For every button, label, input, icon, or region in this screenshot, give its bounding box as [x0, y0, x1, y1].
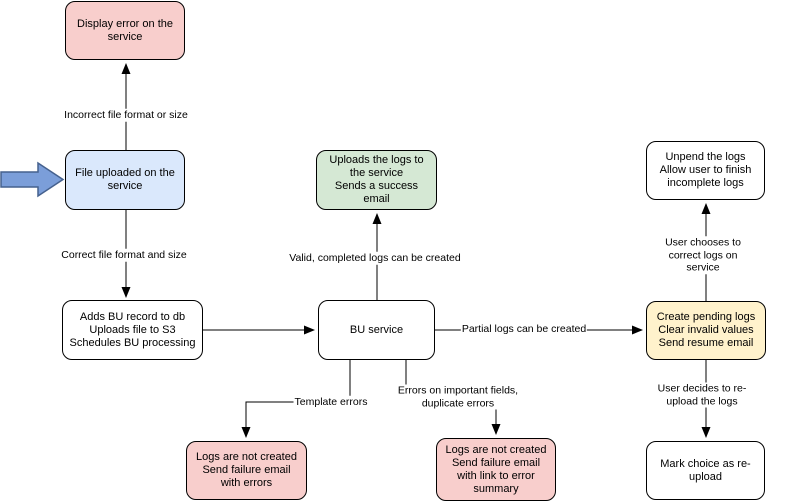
node-mark-choice-reupload-label: Mark choice as re- upload — [660, 457, 751, 483]
node-display-error-label: Display error on the service — [77, 17, 173, 43]
edge-label-user-chooses: User chooses to correct logs on service — [654, 236, 752, 274]
edge-label-template-errors: Template errors — [293, 395, 369, 409]
node-create-pending-logs: Create pending logs Clear invalid values… — [646, 301, 766, 360]
edge-label-incorrect-format: Incorrect file format or size — [63, 108, 189, 122]
entry-arrow-icon — [0, 161, 65, 198]
node-uploads-logs-label: Uploads the logs to the service Sends a … — [329, 154, 424, 205]
node-file-uploaded: File uploaded on the service — [65, 150, 185, 210]
node-unpend-logs: Unpend the logs Allow user to finish inc… — [646, 141, 765, 200]
edge-label-user-decides: User decides to re-upload the logs — [652, 382, 752, 408]
node-adds-bu-record: Adds BU record to db Uploads file to S3 … — [62, 300, 203, 360]
node-logs-not-created-summary-label: Logs are not created Send failure email … — [445, 443, 547, 495]
node-logs-not-created-errors-label: Logs are not created Send failure email … — [196, 451, 297, 489]
edge-label-correct-format: Correct file format and size — [60, 248, 188, 262]
node-bu-service: BU service — [318, 300, 435, 360]
node-adds-bu-record-label: Adds BU record to db Uploads file to S3 … — [69, 310, 196, 349]
node-logs-not-created-summary: Logs are not created Send failure email … — [436, 438, 556, 501]
node-logs-not-created-errors: Logs are not created Send failure email … — [186, 441, 307, 500]
node-display-error: Display error on the service — [65, 1, 185, 60]
node-create-pending-logs-label: Create pending logs Clear invalid values… — [656, 311, 756, 349]
edge-label-valid-completed: Valid, completed logs can be created — [288, 251, 462, 265]
node-mark-choice-reupload: Mark choice as re- upload — [646, 441, 765, 500]
edge-label-partial-logs: Partial logs can be created — [460, 322, 588, 336]
node-file-uploaded-label: File uploaded on the service — [75, 167, 175, 192]
node-uploads-logs: Uploads the logs to the service Sends a … — [316, 150, 437, 210]
node-unpend-logs-label: Unpend the logs Allow user to finish inc… — [659, 151, 752, 189]
node-bu-service-label: BU service — [349, 323, 404, 336]
edge-label-important-fields: Errors on important fields, duplicate er… — [396, 384, 520, 410]
